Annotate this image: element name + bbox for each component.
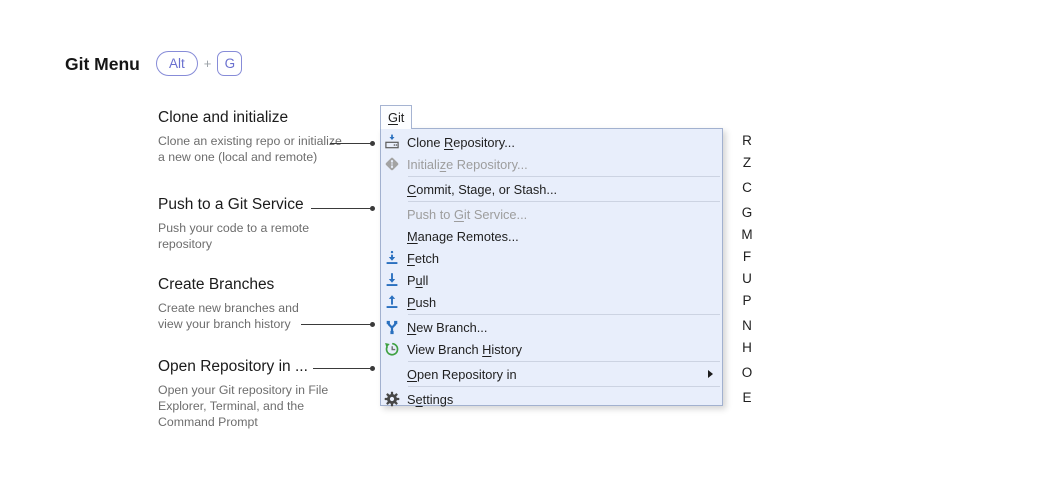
alt-keycap: Alt xyxy=(156,50,198,76)
g-keycap: G xyxy=(217,50,243,76)
menu-separator xyxy=(381,175,722,178)
menu-item-settings[interactable]: Settings xyxy=(381,388,722,410)
settings-gear-icon xyxy=(384,391,400,407)
menu-item-new-branch[interactable]: New Branch... xyxy=(381,316,722,338)
menu-item-label: Push xyxy=(407,294,437,310)
mnemonic-key-letter: F xyxy=(742,249,752,264)
annotation-heading: Open Repository in ... xyxy=(158,358,308,375)
submenu-arrow-icon xyxy=(708,370,713,378)
push-icon xyxy=(384,294,400,310)
new-branch-icon xyxy=(384,319,400,335)
icon-placeholder xyxy=(384,181,400,197)
menu-item-label: Manage Remotes... xyxy=(407,228,519,244)
annotation-open-repository-in: Open Repository in ... Open your Git repo… xyxy=(158,358,363,430)
menu-item-push-to-git-service: Push to Git Service... xyxy=(381,203,722,225)
mnemonic-key-letter: N xyxy=(742,318,752,333)
mnemonic-key-letter: G xyxy=(741,205,753,220)
mnemonic-key-letter: R xyxy=(742,133,752,148)
mnemonic-key-letter: O xyxy=(741,365,753,380)
connector-line xyxy=(330,140,375,148)
plus-separator: + xyxy=(203,55,212,71)
icon-placeholder xyxy=(384,366,400,382)
mnemonic-key-letter: Z xyxy=(742,155,752,170)
menu-item-label: View Branch History xyxy=(407,341,522,357)
git-menu-tab[interactable]: Git xyxy=(380,105,413,129)
fetch-icon xyxy=(384,250,400,266)
clone-repository-icon xyxy=(384,134,400,150)
initialize-repository-icon xyxy=(384,156,400,172)
connector-line xyxy=(313,365,375,373)
pull-icon xyxy=(384,272,400,288)
menu-item-label: Initialize Repository... xyxy=(407,156,528,172)
icon-placeholder xyxy=(384,228,400,244)
menu-item-fetch[interactable]: Fetch xyxy=(381,247,722,269)
mnemonic-key-letter: M xyxy=(741,227,753,242)
menu-item-label: Commit, Stage, or Stash... xyxy=(407,181,558,197)
menu-separator xyxy=(381,385,722,388)
mnemonic-key-letter: U xyxy=(742,271,752,286)
menu-item-view-branch-history[interactable]: View Branch History xyxy=(381,338,722,360)
icon-placeholder xyxy=(384,206,400,222)
connector-line xyxy=(301,321,375,329)
menu-item-initialize-repository: Initialize Repository... xyxy=(381,153,722,175)
menu-separator xyxy=(381,200,722,203)
menu-item-pull[interactable]: Pull xyxy=(381,269,722,291)
menu-item-open-repository-in[interactable]: Open Repository in xyxy=(381,363,722,385)
connector-line xyxy=(311,205,375,213)
menu-item-label: Fetch xyxy=(407,250,440,266)
branch-history-icon xyxy=(384,341,400,357)
mnemonic-key-letter: P xyxy=(742,293,752,308)
mnemonic-key-letter: E xyxy=(742,390,752,405)
menu-item-label: Settings xyxy=(407,391,454,407)
mnemonic-key-letter: C xyxy=(742,180,752,195)
menu-item-label: Push to Git Service... xyxy=(407,206,528,222)
menu-item-label: New Branch... xyxy=(407,319,488,335)
menu-item-label: Pull xyxy=(407,272,429,288)
menu-item-commit-stage-or-stash[interactable]: Commit, Stage, or Stash... xyxy=(381,178,722,200)
menu-item-clone-repository[interactable]: Clone Repository... xyxy=(381,131,722,153)
menu-item-manage-remotes[interactable]: Manage Remotes... xyxy=(381,225,722,247)
menu-separator xyxy=(381,313,722,316)
menu-separator xyxy=(381,360,722,363)
page-title: Git Menu xyxy=(65,54,140,74)
menu-item-push[interactable]: Push xyxy=(381,291,722,313)
menu-item-label: Open Repository in xyxy=(407,366,517,382)
annotation-description: Open your Git repository in File Explore… xyxy=(158,383,329,429)
annotation-heading: Push to a Git Service xyxy=(158,196,304,213)
annotation-description: Clone an existing repo or initialize a n… xyxy=(158,134,342,164)
annotation-heading: Create Branches xyxy=(158,276,275,293)
git-dropdown-menu: Clone Repository... Initialize Repositor… xyxy=(380,128,723,407)
mnemonic-key-letter: H xyxy=(742,340,752,355)
keyboard-shortcut: Alt + G xyxy=(156,50,243,76)
menu-item-label: Clone Repository... xyxy=(407,134,515,150)
annotation-description: Push your code to a remote repository xyxy=(158,221,310,251)
annotation-description: Create new branches and view your branch… xyxy=(158,301,299,331)
annotation-heading: Clone and initialize xyxy=(158,109,289,126)
